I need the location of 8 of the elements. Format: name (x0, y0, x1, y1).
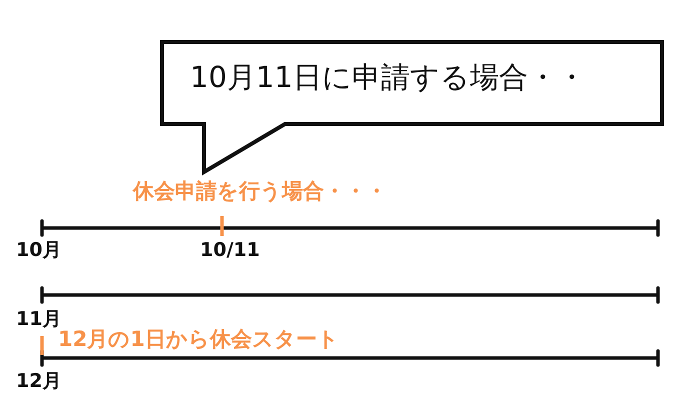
annotation-text: 休会申請を行う場合・・・ (133, 179, 387, 204)
month-label: 10月 (16, 239, 62, 262)
bubble-text: 10月11日に申請する場合・・ (190, 60, 586, 95)
date-label: 10/11 (200, 239, 260, 262)
month-label: 12月 (16, 370, 62, 393)
annotation-text: 12月の1日から休会スタート (58, 327, 339, 352)
speech-bubble (160, 40, 665, 178)
month-label: 11月 (16, 308, 62, 330)
